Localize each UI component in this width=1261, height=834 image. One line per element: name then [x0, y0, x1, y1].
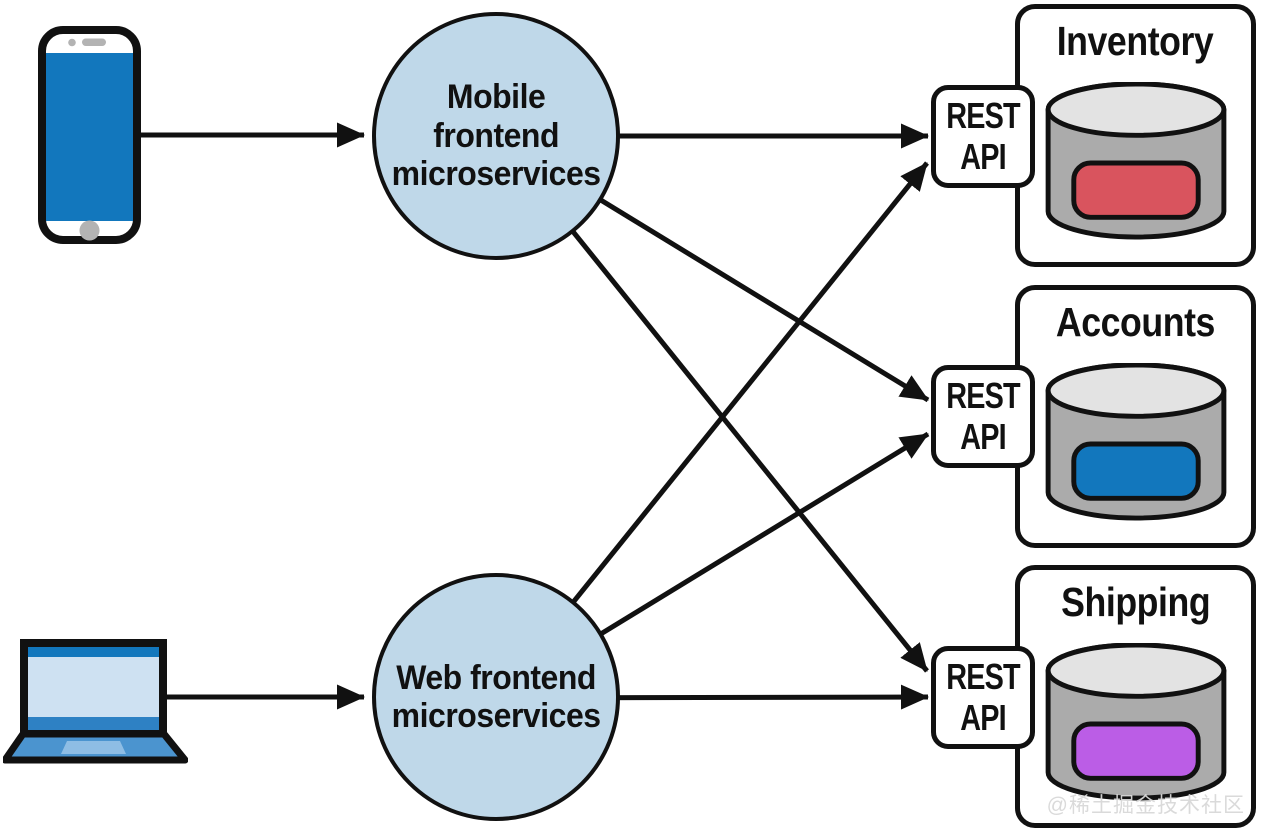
database-pill-shipping: [1070, 721, 1201, 781]
service-card-inventory: Inventory: [1015, 4, 1256, 267]
rest-api-label-inventory: REST API: [946, 95, 1020, 177]
laptop-icon: [3, 639, 188, 764]
mobile-frontend-node: Mobile frontend microservices: [372, 12, 620, 260]
service-card-accounts: Accounts: [1015, 285, 1256, 548]
rest-api-label-shipping: REST API: [946, 656, 1020, 738]
mobile-frontend-label: Mobile frontend microservices: [391, 78, 601, 194]
watermark-text: @稀土掘金技术社区: [1046, 794, 1245, 817]
database-icon-shipping: [1045, 643, 1226, 801]
web-frontend-label: Web frontend microservices: [391, 658, 601, 735]
service-title-accounts: Accounts: [1055, 299, 1216, 345]
database-pill-inventory: [1070, 160, 1201, 220]
service-card-shipping: Shipping: [1015, 565, 1256, 828]
service-title-shipping: Shipping: [1060, 579, 1211, 625]
service-title-inventory: Inventory: [1057, 18, 1214, 64]
rest-api-badge-inventory: REST API: [931, 85, 1035, 188]
database-icon-inventory: [1045, 82, 1226, 240]
database-icon-accounts: [1045, 363, 1226, 521]
rest-api-badge-shipping: REST API: [931, 646, 1035, 749]
rest-api-badge-accounts: REST API: [931, 365, 1035, 468]
database-pill-accounts: [1070, 441, 1201, 501]
web-frontend-node: Web frontend microservices: [372, 573, 620, 821]
rest-api-label-accounts: REST API: [946, 375, 1020, 457]
smartphone-icon: [38, 26, 141, 244]
